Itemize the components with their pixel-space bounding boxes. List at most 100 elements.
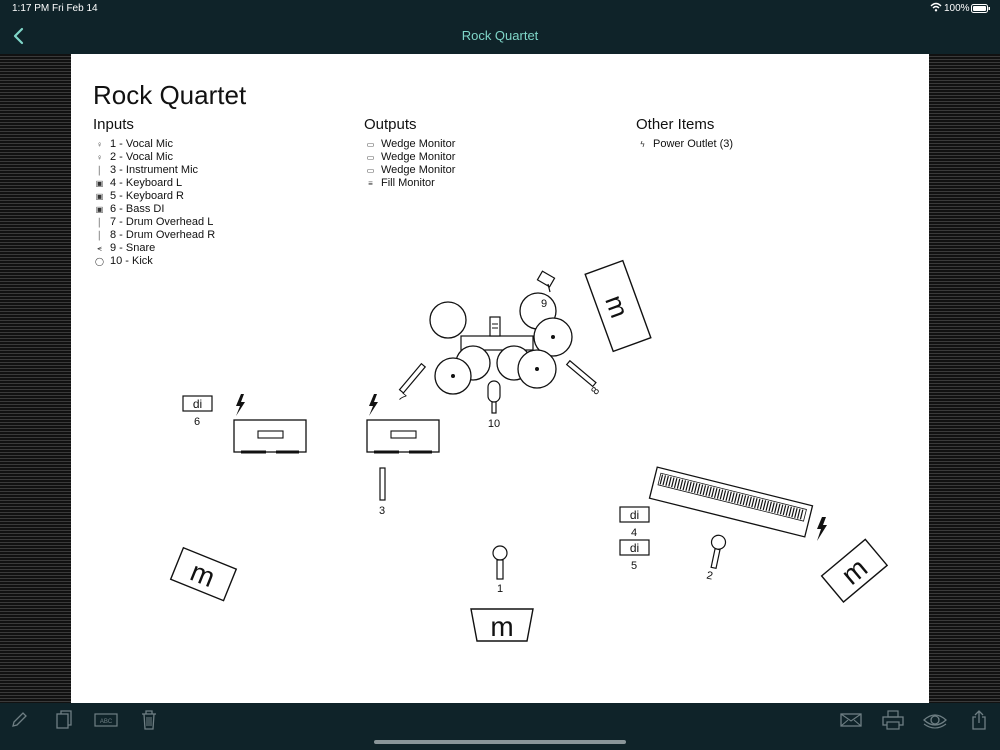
keyboard-key: [696, 483, 701, 494]
view-button[interactable]: [922, 707, 948, 733]
list-item: │3 - Instrument Mic: [93, 164, 215, 177]
keyboard-key: [679, 479, 684, 490]
keyboard-key: [788, 506, 792, 517]
list-item: ≡Fill Monitor: [364, 177, 455, 190]
back-button[interactable]: [6, 24, 30, 48]
mic-label-3: 3: [379, 505, 385, 517]
keyboard-key: [731, 492, 735, 503]
keyboard-key: [762, 500, 767, 511]
keyboard-key: [745, 495, 750, 506]
edit-button[interactable]: [6, 707, 32, 733]
print-button[interactable]: [880, 707, 906, 733]
list-item: ▣4 - Keyboard L: [93, 177, 215, 190]
duplicate-button[interactable]: [51, 707, 77, 733]
keyboard-key: [739, 494, 744, 505]
stage-plot-title: Rock Quartet: [93, 80, 247, 110]
mic-label-2: 2: [705, 570, 713, 583]
vocal-mic-1[interactable]: [492, 545, 508, 580]
keyboard-key: [719, 489, 724, 500]
wedge-monitor[interactable]: m: [820, 538, 889, 604]
keyboard-key: [691, 482, 695, 493]
keyboard-key: [799, 509, 804, 520]
outputs-heading: Outputs: [364, 116, 417, 133]
keyboard-key: [742, 495, 747, 506]
list-item: ⪪9 - Snare: [93, 242, 215, 255]
left-margin-pattern: [0, 54, 71, 703]
power-outlet-icon[interactable]: [369, 394, 378, 416]
mic-label-9: 9: [541, 298, 547, 310]
text-label-button[interactable]: ABC: [93, 707, 119, 733]
inputs-heading: Inputs: [93, 116, 134, 133]
instrument-mic-icon: │: [97, 166, 102, 175]
share-button[interactable]: [966, 707, 992, 733]
list-item: ♀2 - Vocal Mic: [93, 151, 215, 164]
share-icon: [972, 710, 986, 730]
kick-mic-10[interactable]: [487, 380, 501, 414]
di-glyph: di: [193, 397, 202, 411]
bass-amp[interactable]: [233, 419, 307, 454]
keyboard-key: [662, 475, 667, 486]
snare-mic-9[interactable]: [536, 270, 556, 293]
list-item: ▭Wedge Monitor: [364, 151, 456, 164]
di-label-6: 6: [194, 416, 200, 428]
keyboard-key: [768, 501, 772, 512]
keyboard-di-4[interactable]: di: [619, 506, 650, 523]
keyboard[interactable]: [648, 466, 814, 538]
vocal-mic-2[interactable]: [706, 534, 727, 570]
mic-label-8: 8: [589, 385, 602, 397]
instrument-mic-icon: │: [97, 231, 102, 240]
keyboard-key: [759, 499, 764, 510]
home-indicator: [374, 740, 626, 744]
keyboard-key: [668, 476, 672, 487]
instrument-mic-3[interactable]: [379, 467, 386, 501]
keyboard-key: [785, 505, 790, 516]
drum-kit[interactable]: [429, 292, 573, 395]
kick-mic-icon: ◯: [95, 257, 104, 266]
list-item: ▭Wedge Monitor: [364, 164, 456, 177]
power-outlet-icon: ϟ: [640, 140, 645, 149]
keyboard-key: [748, 496, 752, 507]
keyboard-key: [665, 475, 669, 486]
mic-label-7: 7: [396, 391, 408, 404]
keyboard-key: [682, 480, 687, 491]
wedge-monitor[interactable]: m: [169, 546, 238, 602]
stage-plot-canvas[interactable]: Rock Quartet Inputs ♀1 - Vocal Mic ♀2 - …: [71, 54, 929, 703]
clip-mic-icon: ⪪: [97, 244, 102, 253]
wedge-monitor-icon: ▭: [366, 140, 375, 149]
mic-label-10: 10: [488, 418, 500, 430]
keyboard-key: [673, 478, 678, 489]
delete-button[interactable]: [136, 707, 162, 733]
keyboard-key: [702, 485, 707, 496]
guitar-amp[interactable]: [366, 419, 440, 454]
power-outlet-icon[interactable]: [236, 394, 245, 416]
mic-label-1: 1: [497, 583, 503, 595]
overhead-mic-8[interactable]: [565, 359, 597, 388]
list-item: ▣5 - Keyboard R: [93, 190, 215, 203]
vocal-mic-icon: ♀: [96, 140, 103, 149]
right-margin-pattern: [929, 54, 1000, 703]
di-box-icon: ▣: [95, 192, 104, 201]
keyboard-key: [782, 505, 787, 516]
fill-monitor[interactable]: m: [470, 608, 534, 642]
fill-monitor-icon: ≡: [368, 179, 373, 188]
outputs-list: ▭Wedge Monitor ▭Wedge Monitor ▭Wedge Mon…: [364, 138, 456, 190]
keyboard-key: [671, 477, 675, 488]
keyboard-key: [796, 508, 801, 519]
wedge-monitor[interactable]: m: [584, 259, 652, 353]
keyboard-key: [779, 504, 784, 515]
di-glyph: di: [630, 541, 639, 555]
overhead-mic-7[interactable]: [398, 362, 427, 394]
keyboard-key: [794, 508, 798, 519]
monitor-glyph: m: [490, 611, 513, 642]
bass-di-box[interactable]: di: [182, 395, 213, 412]
email-button[interactable]: [838, 707, 864, 733]
di-box-icon: ▣: [95, 179, 104, 188]
power-outlet-icon[interactable]: [817, 517, 827, 541]
svg-text:ABC: ABC: [100, 719, 113, 725]
keyboard-di-5[interactable]: di: [619, 539, 650, 556]
keyboard-key: [676, 478, 681, 489]
di-label-4: 4: [631, 527, 637, 539]
list-item: ▣6 - Bass DI: [93, 203, 215, 216]
list-item: │7 - Drum Overhead L: [93, 216, 215, 229]
